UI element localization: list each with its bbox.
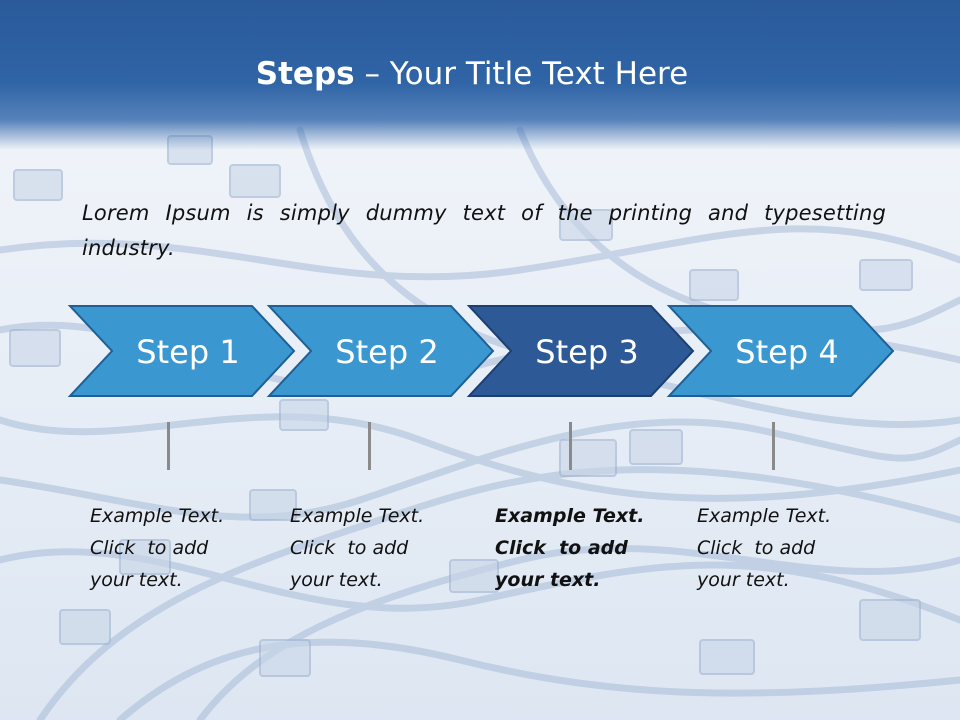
step-1-connector-line bbox=[167, 422, 170, 470]
title-band bbox=[0, 0, 960, 150]
step-3-caption-line-2: Click to add bbox=[495, 537, 628, 559]
intro-text: Lorem Ipsum is simply dummy text of the … bbox=[82, 201, 886, 260]
step-4-label: Step 4 bbox=[735, 333, 838, 371]
step-3-caption-line-3: your text. bbox=[495, 569, 601, 591]
step-2-chevron: Step 2 bbox=[266, 305, 495, 397]
step-2-label: Step 2 bbox=[335, 333, 438, 371]
step-3-label: Step 3 bbox=[535, 333, 638, 371]
step-1-chevron: Step 1 bbox=[67, 305, 296, 397]
step-1-caption-line-2: Click to add bbox=[90, 537, 209, 559]
step-3-caption-line-1: Example Text. bbox=[495, 505, 645, 527]
step-1-chevron-shape bbox=[67, 305, 296, 397]
step-3-chevron: Step 3 bbox=[466, 305, 695, 397]
step-2-connector-line bbox=[368, 422, 371, 470]
step-2-chevron-shape bbox=[266, 305, 495, 397]
step-2-caption-line-2: Click to add bbox=[290, 537, 409, 559]
step-4-caption-line-1: Example Text. bbox=[697, 505, 832, 527]
step-4-caption-line-2: Click to add bbox=[697, 537, 816, 559]
step-1-label: Step 1 bbox=[136, 333, 239, 371]
step-4-chevron: Step 4 bbox=[666, 305, 895, 397]
step-2-caption[interactable]: Example Text. Click to add your text. bbox=[290, 500, 470, 596]
step-4-caption[interactable]: Example Text. Click to add your text. bbox=[697, 500, 877, 596]
step-3-caption[interactable]: Example Text. Click to add your text. bbox=[495, 500, 675, 596]
step-4-connector-line bbox=[772, 422, 775, 470]
step-3-chevron-shape bbox=[466, 305, 695, 397]
slide-title-rest: – Your Title Text Here bbox=[354, 56, 689, 92]
step-1-caption-line-1: Example Text. bbox=[90, 505, 225, 527]
step-2-caption-line-3: your text. bbox=[290, 569, 383, 591]
step-1-caption[interactable]: Example Text. Click to add your text. bbox=[90, 500, 270, 596]
step-1-caption-line-3: your text. bbox=[90, 569, 183, 591]
step-4-caption-line-3: your text. bbox=[697, 569, 790, 591]
slide-title-bold: Steps bbox=[255, 56, 355, 92]
step-2-caption-line-1: Example Text. bbox=[290, 505, 425, 527]
step-4-chevron-shape bbox=[666, 305, 895, 397]
step-3-connector-line bbox=[569, 422, 572, 470]
slide-title: Steps – Your Title Text Here bbox=[0, 52, 944, 96]
